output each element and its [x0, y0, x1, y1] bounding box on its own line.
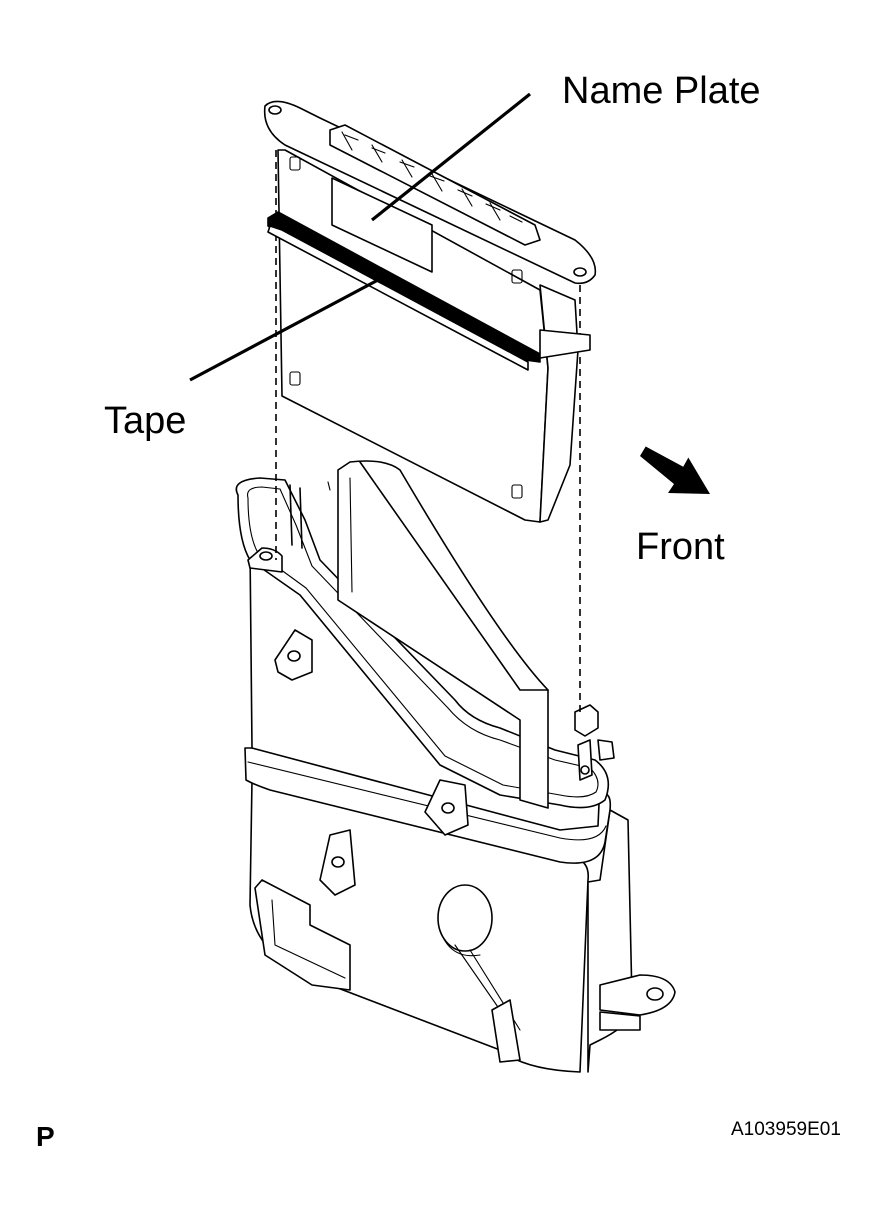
- callout-leaders: [189, 92, 531, 382]
- name-plate-leader: [371, 92, 531, 222]
- placement-guide-lines: [275, 150, 581, 712]
- tape-leader: [189, 278, 379, 382]
- arrow-down-right-icon: [640, 445, 710, 494]
- figure-id: A103959E01: [731, 1119, 841, 1140]
- ecu-unit: [263, 100, 597, 523]
- front-label: Front: [636, 526, 725, 568]
- tape-label: Tape: [104, 400, 187, 442]
- ecu-bracket-housing: [235, 460, 676, 1073]
- name-plate-label: Name Plate: [562, 70, 761, 112]
- section-letter: P: [36, 1121, 55, 1152]
